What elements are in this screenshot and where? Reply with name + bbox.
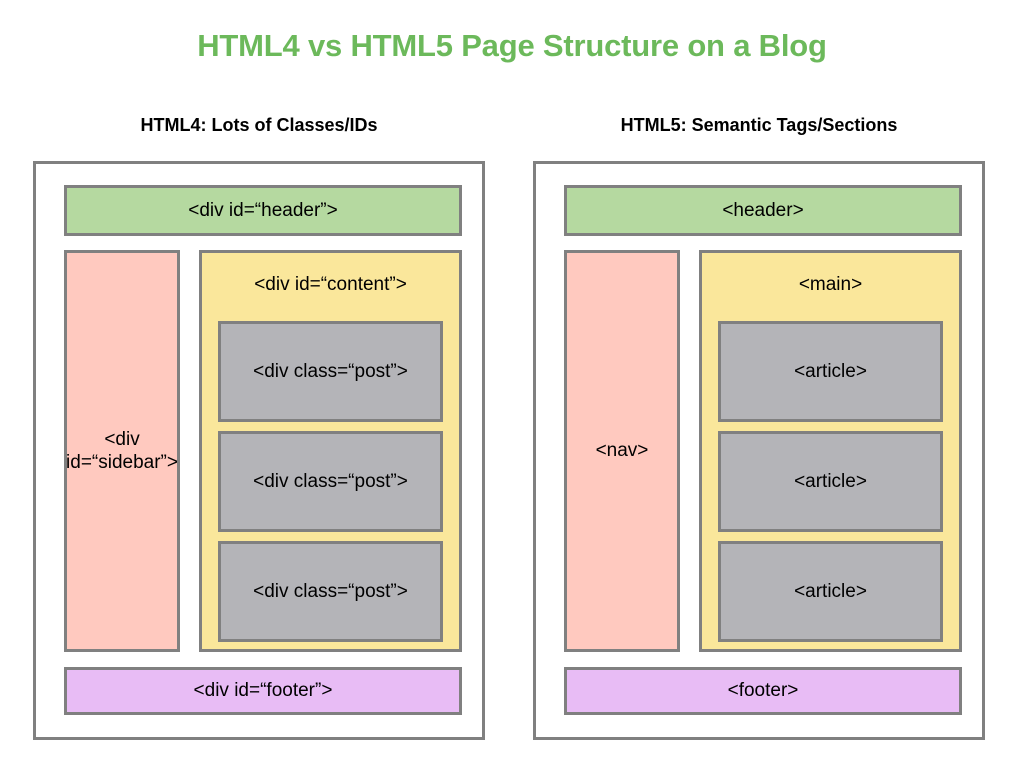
box-label: <div class=“post”> xyxy=(253,360,408,382)
subheading-html4: HTML4: Lots of Classes/IDs xyxy=(140,115,378,135)
box-label: <div id=“header”> xyxy=(188,199,338,221)
box-post-2-html4: <div class=“post”> xyxy=(218,431,443,532)
box-footer-html5: <footer> xyxy=(564,667,962,715)
box-content-html4: <div id=“content”> <div class=“post”> <d… xyxy=(199,250,462,652)
box-post-3-html4: <div class=“post”> xyxy=(218,541,443,642)
box-main-html5: <main> <article> <article> <article> xyxy=(699,250,962,652)
box-label: <article> xyxy=(794,580,867,602)
box-nav-html5: <nav> xyxy=(564,250,680,652)
subheading-html5: HTML5: Semantic Tags/Sections xyxy=(620,115,898,135)
box-sidebar-html4: <div id=“sidebar”> xyxy=(64,250,180,652)
box-header-html4: <div id=“header”> xyxy=(64,185,462,236)
box-article-2-html5: <article> xyxy=(718,431,943,532)
box-label: <nav> xyxy=(595,440,649,462)
box-label: <div id=“content”> xyxy=(254,274,407,296)
box-article-3-html5: <article> xyxy=(718,541,943,642)
box-footer-html4: <div id=“footer”> xyxy=(64,667,462,715)
page-title: HTML4 vs HTML5 Page Structure on a Blog xyxy=(197,28,827,63)
box-label: <article> xyxy=(794,360,867,382)
box-article-1-html5: <article> xyxy=(718,321,943,422)
box-header-html5: <header> xyxy=(564,185,962,236)
box-label: <article> xyxy=(794,470,867,492)
box-label: <div id=“sidebar”> xyxy=(66,428,178,473)
box-label: <main> xyxy=(798,274,863,296)
box-label: <div class=“post”> xyxy=(253,470,408,492)
panel-html5: <header> <nav> <main> <article> <article… xyxy=(533,161,985,740)
panel-html4: <div id=“header”> <div id=“sidebar”> <di… xyxy=(33,161,485,740)
box-label: <footer> xyxy=(727,680,799,702)
box-label: <div class=“post”> xyxy=(253,580,408,602)
box-label: <header> xyxy=(722,199,804,221)
box-label: <div id=“footer”> xyxy=(193,680,333,702)
box-post-1-html4: <div class=“post”> xyxy=(218,321,443,422)
